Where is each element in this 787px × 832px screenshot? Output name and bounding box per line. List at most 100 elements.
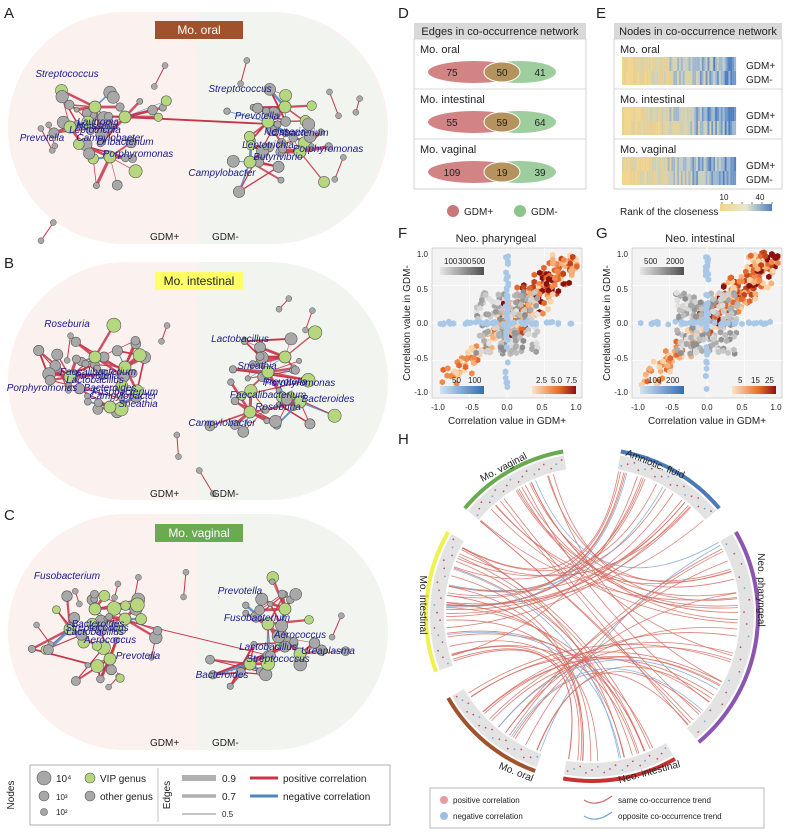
hexbin-shared xyxy=(519,344,526,351)
heat-cell xyxy=(677,121,680,135)
hexbin-positive xyxy=(775,259,781,267)
circos-point xyxy=(733,552,736,555)
hexbin-shared xyxy=(688,334,694,341)
hexbin-positive xyxy=(664,362,671,369)
heat-cell xyxy=(633,71,636,85)
genus-label: Bacteroides xyxy=(72,619,125,630)
network-edge xyxy=(49,379,122,400)
network-node xyxy=(196,467,203,474)
hexbin-positive xyxy=(651,358,657,365)
heat-cell xyxy=(699,121,702,135)
heat-cell xyxy=(642,71,645,85)
heat-gdm-plus: GDM+ xyxy=(746,111,775,122)
hexbin-shared xyxy=(533,348,539,355)
vip-genus-node xyxy=(293,145,307,159)
panel-a-tag-box xyxy=(155,21,243,39)
circos-point xyxy=(466,710,468,713)
heat-cell xyxy=(682,121,685,135)
genus-label: Campylobacter xyxy=(188,168,256,179)
legend-other-swatch xyxy=(84,790,96,802)
network-nodes xyxy=(48,83,333,198)
heat-cell xyxy=(722,157,725,171)
hexbin-shared xyxy=(687,350,693,357)
hexbin-negative xyxy=(711,319,718,327)
hexbin-positive xyxy=(555,288,562,295)
hexbin-positive xyxy=(514,284,520,291)
genus-label: Streptococcus xyxy=(208,84,271,95)
circos-link xyxy=(446,520,704,605)
circos-link xyxy=(453,649,573,760)
heat-cell xyxy=(709,57,712,71)
hexbin-negative xyxy=(746,319,752,327)
heat-cell xyxy=(701,71,704,85)
other-genus-node xyxy=(96,674,105,684)
hexbin-positive xyxy=(540,310,546,317)
circos-link xyxy=(461,549,651,750)
heat-cell xyxy=(713,171,716,185)
other-genus-node xyxy=(275,619,289,633)
network-node xyxy=(180,593,187,601)
hexbin-shared xyxy=(720,347,726,354)
other-genus-node xyxy=(73,106,80,113)
circos-point xyxy=(509,478,512,481)
circos-point xyxy=(441,641,444,643)
circos-point xyxy=(690,495,693,498)
hexbin-negative xyxy=(672,318,679,325)
network-node xyxy=(309,307,316,314)
other-genus-node xyxy=(83,147,96,160)
circos-point xyxy=(660,475,663,478)
hexbin-shared xyxy=(485,311,492,318)
network-node xyxy=(237,80,244,87)
circos-link xyxy=(445,493,674,617)
heat-cell xyxy=(623,121,626,135)
heat-cell xyxy=(709,121,712,135)
heat-cell xyxy=(726,107,729,121)
vip-genus-node xyxy=(63,622,77,636)
panel-h-label-neo-pharyngeal: Neo. pharyngeal xyxy=(755,553,766,626)
heat-cell xyxy=(707,157,710,171)
heat-cell xyxy=(717,107,719,121)
network-node xyxy=(352,109,360,116)
heat-cell xyxy=(644,57,647,71)
hexbin-shared xyxy=(528,316,535,323)
other-genus-node xyxy=(115,102,125,112)
network-edge xyxy=(305,310,313,331)
venn-overlap xyxy=(483,61,521,83)
other-genus-node xyxy=(289,588,302,601)
hexbin-positive xyxy=(531,271,538,278)
other-genus-node xyxy=(272,160,285,173)
hexbin-shared xyxy=(690,340,696,347)
hexbin-shared xyxy=(717,329,724,336)
other-genus-node xyxy=(288,133,298,143)
heat-cell xyxy=(730,171,733,185)
heat-cell xyxy=(675,71,678,85)
hexbin-positive xyxy=(444,372,450,379)
heat-cell xyxy=(726,171,729,185)
hexbin-positive xyxy=(536,290,543,298)
circos-point xyxy=(442,559,445,562)
hexbin-positive xyxy=(453,369,460,377)
hexbin-shared xyxy=(531,331,538,339)
heat-cell xyxy=(686,121,689,135)
hexbin-positive xyxy=(746,282,752,289)
heat-cell xyxy=(692,121,695,135)
hexbin-positive xyxy=(520,284,527,291)
hexbin-shared xyxy=(528,296,534,304)
heat-cell xyxy=(686,171,689,185)
other-genus-node xyxy=(152,626,163,636)
panel-a-gdm-minus-bg xyxy=(198,12,386,244)
heat-cell xyxy=(648,57,651,71)
hexbin-positive xyxy=(473,343,480,350)
heat-cell xyxy=(713,57,716,71)
panel-g-ylabel: Correlation value in GDM- xyxy=(602,265,613,381)
circos-point xyxy=(591,769,593,771)
hexbin-shared xyxy=(678,349,684,357)
panel-g-letter: G xyxy=(596,225,608,242)
heat-cell xyxy=(635,71,638,85)
heat-cell xyxy=(635,107,638,121)
panel-h-legend-neg-dot xyxy=(440,812,448,820)
hexbin-positive xyxy=(656,363,663,371)
heat-cell xyxy=(713,121,716,135)
circos-sector-track xyxy=(451,688,542,768)
genus-label: Neisseria xyxy=(76,121,118,132)
